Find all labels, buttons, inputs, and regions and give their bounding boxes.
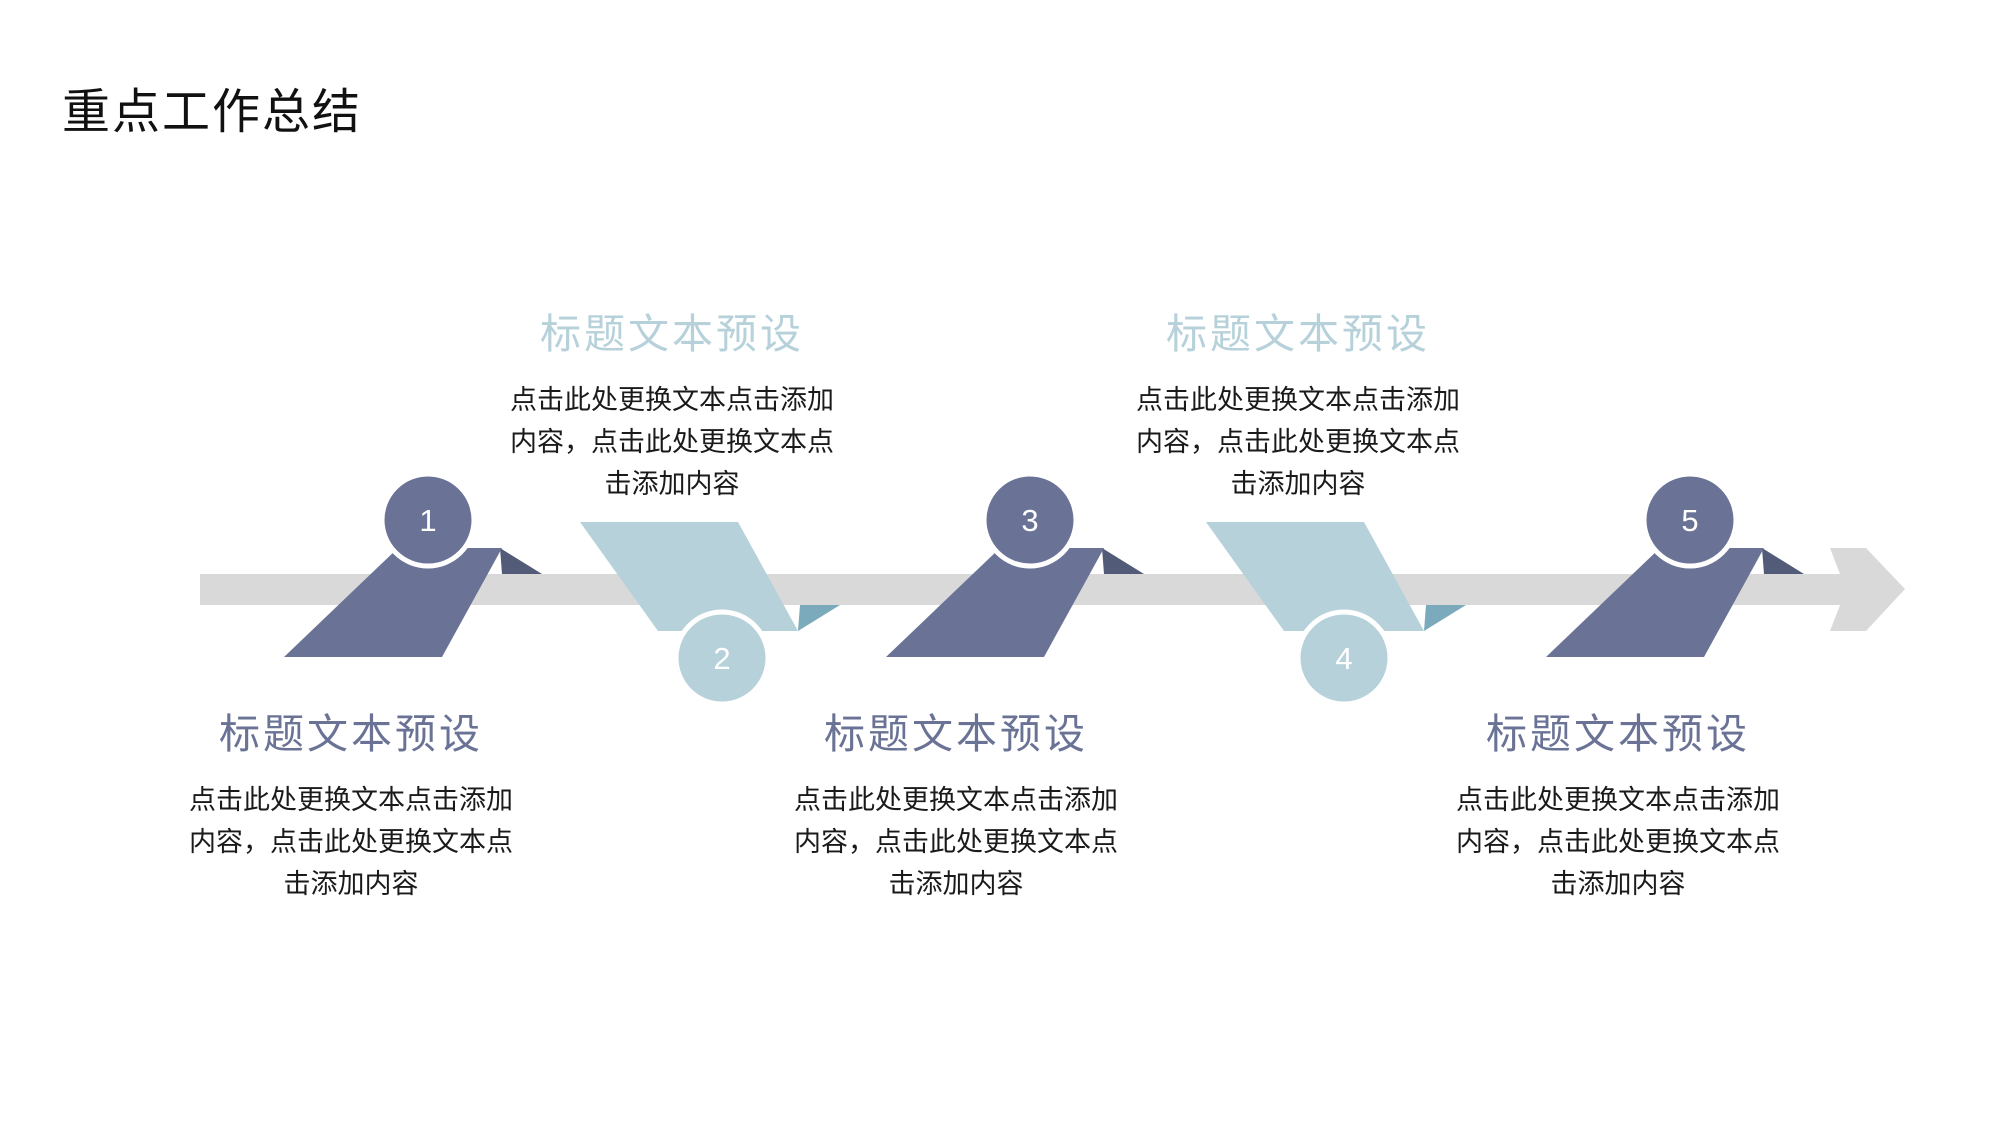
- step-1-fold: [500, 548, 542, 574]
- step-3-title: 标题文本预设: [824, 710, 1088, 758]
- step-4-description: 点击此处更换文本点击添加内容，点击此处更换文本点击添加内容: [1136, 385, 1460, 500]
- step-2-fold: [798, 605, 840, 631]
- step-5-badge: [1641, 471, 1739, 569]
- step-5-band: [1546, 548, 1764, 657]
- step-1-marker: 1: [284, 471, 542, 657]
- step-1-band: [284, 548, 502, 657]
- step-4-number: 4: [1335, 641, 1352, 676]
- step-2-title: 标题文本预设: [540, 310, 804, 358]
- step-4-fold: [1424, 605, 1466, 631]
- step-5-fold: [1762, 548, 1804, 574]
- step-4-title: 标题文本预设: [1166, 310, 1430, 358]
- step-2-description: 点击此处更换文本点击添加内容，点击此处更换文本点击添加内容: [510, 385, 834, 500]
- step-3-fold: [1102, 548, 1144, 574]
- step-1-description: 点击此处更换文本点击添加内容，点击此处更换文本点击添加内容: [189, 785, 513, 900]
- step-4-marker: 4: [1206, 522, 1466, 707]
- step-3-badge: [981, 471, 1079, 569]
- step-5-number: 5: [1681, 503, 1698, 538]
- step-5-description: 点击此处更换文本点击添加内容，点击此处更换文本点击添加内容: [1456, 785, 1780, 900]
- step-5-title: 标题文本预设: [1486, 710, 1750, 758]
- step-3-description: 点击此处更换文本点击添加内容，点击此处更换文本点击添加内容: [794, 785, 1118, 900]
- step-2-band: [580, 522, 798, 631]
- step-2-badge: [673, 609, 771, 707]
- step-1-number: 1: [419, 503, 436, 538]
- step-3-band: [886, 548, 1104, 657]
- step-3-number: 3: [1021, 503, 1038, 538]
- step-1-badge: [379, 471, 477, 569]
- step-1-title: 标题文本预设: [219, 710, 483, 758]
- step-4-band: [1206, 522, 1424, 631]
- step-2-number: 2: [713, 641, 730, 676]
- page-title: 重点工作总结: [62, 84, 363, 140]
- step-5-marker: 5: [1546, 471, 1804, 657]
- step-2-marker: 2: [580, 522, 840, 707]
- step-3-marker: 3: [886, 471, 1144, 657]
- step-4-badge: [1295, 609, 1393, 707]
